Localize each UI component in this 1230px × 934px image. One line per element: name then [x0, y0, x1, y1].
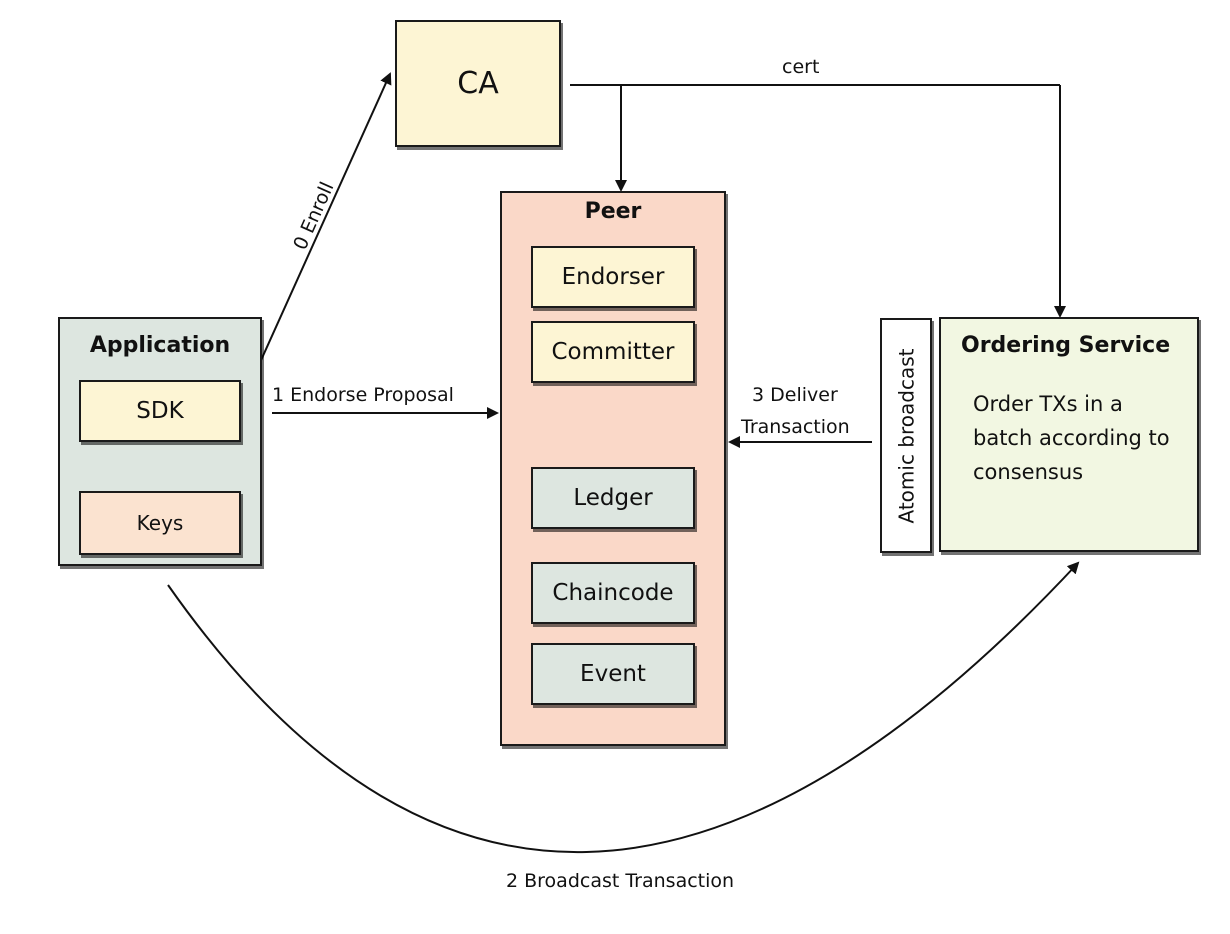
ca-node: CA: [395, 20, 561, 147]
deliver-label-line1: 3 Deliver: [752, 384, 838, 406]
keys-box: Keys: [79, 491, 241, 555]
event-label: Event: [580, 661, 646, 687]
endorse-proposal-label: 1 Endorse Proposal: [272, 384, 454, 406]
endorser-box: Endorser: [531, 246, 695, 308]
chaincode-box: Chaincode: [531, 562, 695, 624]
chaincode-label: Chaincode: [552, 580, 674, 606]
ledger-box: Ledger: [531, 467, 695, 529]
ordering-service-description: Order TXs in a batch according to consen…: [973, 392, 1170, 484]
ledger-label: Ledger: [573, 485, 653, 511]
deliver-label-line2: Transaction: [741, 416, 850, 438]
atomic-broadcast-label: Atomic broadcast: [894, 348, 919, 523]
atomic-broadcast-box: Atomic broadcast: [880, 318, 932, 553]
cert-label: cert: [782, 56, 820, 78]
endorser-label: Endorser: [561, 264, 665, 290]
sdk-label: SDK: [136, 398, 184, 424]
ordering-service-node: Ordering Service Order TXs in a batch ac…: [939, 317, 1199, 552]
sdk-box: SDK: [79, 380, 241, 442]
committer-box: Committer: [531, 321, 695, 383]
broadcast-arrow: [167, 561, 1080, 853]
ca-label: CA: [457, 66, 499, 101]
committer-label: Committer: [551, 339, 675, 365]
broadcast-transaction-label: 2 Broadcast Transaction: [506, 870, 735, 892]
peer-title: Peer: [584, 199, 642, 224]
ordering-service-title: Ordering Service: [961, 333, 1171, 358]
event-box: Event: [531, 643, 695, 705]
keys-label: Keys: [136, 511, 184, 535]
application-title: Application: [89, 333, 231, 358]
enroll-arrow: [243, 72, 392, 399]
